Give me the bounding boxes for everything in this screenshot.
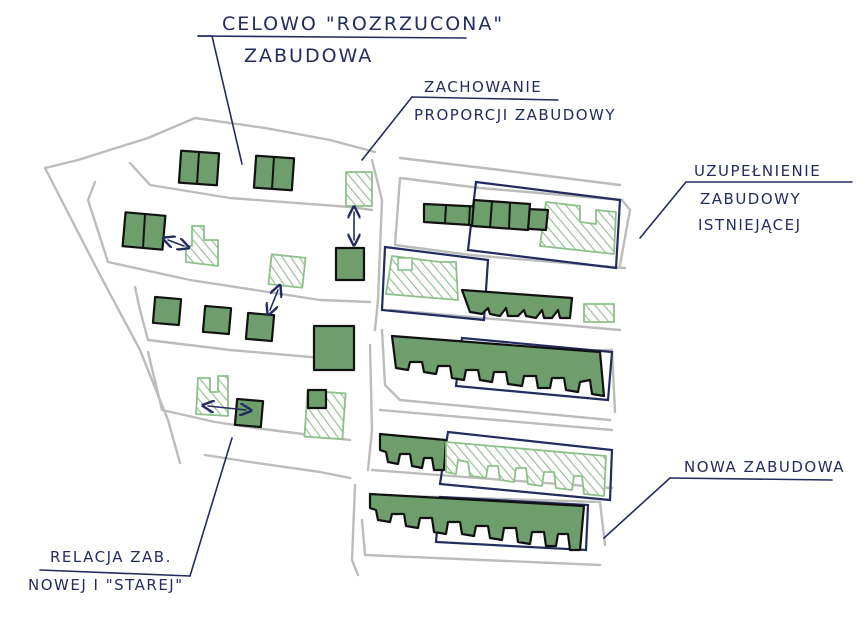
existing-building (470, 198, 532, 232)
new-building (583, 303, 615, 323)
existing-building (334, 246, 366, 282)
label-proportion-line2: PROPORCJI ZABUDOWY (414, 106, 616, 124)
existing-building (233, 397, 265, 429)
label-infill-line3: ISTNIEJĄCEJ (698, 216, 802, 234)
unit-divider (468, 205, 471, 225)
block-b-edge (86, 180, 372, 304)
label-relation-line2: NOWEJ I "STAREJ" (28, 576, 184, 594)
new-building (185, 225, 219, 267)
label-infill-line1: UZUPEŁNIENIE (694, 162, 821, 180)
annotation-leaders (39, 35, 853, 577)
leader-infill (639, 181, 687, 239)
new-infill-cluster (385, 255, 459, 301)
annotations: CELOWO "ROZRZUCONA" ZABUDOWA ZACHOWANIE … (28, 13, 845, 594)
block-d-edge (146, 350, 352, 442)
leader-relation (189, 437, 233, 577)
leader-scattered (197, 35, 243, 165)
building-divider (142, 213, 146, 249)
new-terrace-row-4 (445, 441, 607, 497)
underline-new (669, 477, 833, 481)
leader-proportion (361, 96, 413, 161)
frame-west-block (380, 245, 490, 322)
existing-terrace-row-3 (390, 334, 606, 398)
underline-proportion (411, 96, 559, 101)
leader-new (603, 477, 671, 539)
label-new-line1: NOWA ZABUDOWA (684, 458, 845, 476)
unit-divider (444, 204, 447, 224)
courtyard (397, 257, 413, 271)
label-scattered-line2: ZABUDOWA (244, 45, 373, 67)
road-network (43, 116, 632, 577)
frame-infill-existing (466, 180, 622, 270)
existing-serrated-row (460, 288, 574, 320)
road-south-left (203, 453, 352, 480)
relation-arrows (168, 212, 354, 410)
double-arrow-icon (208, 406, 246, 410)
existing-building (244, 311, 276, 343)
existing-building-large (312, 324, 356, 372)
block-e-edge (393, 176, 627, 270)
existing-building (201, 304, 233, 336)
new-building (195, 375, 229, 417)
block-a-edge (128, 161, 374, 212)
block-f-edge (388, 308, 622, 332)
road-mid-upper (370, 158, 384, 332)
road-mid-bottom (350, 483, 360, 577)
underline-relation (39, 569, 191, 577)
double-arrow-icon (270, 290, 278, 310)
unit-divider (508, 201, 511, 230)
block-c-edge (133, 285, 347, 362)
label-proportion-line1: ZACHOWANIE (424, 78, 542, 96)
new-building (267, 253, 307, 289)
existing-building-small (306, 388, 328, 410)
block-e-right (398, 176, 632, 267)
block-buildings (368, 198, 617, 552)
road-top-left (43, 116, 377, 170)
block-i-edge (360, 518, 602, 567)
existing-terrace-row-4 (378, 432, 448, 472)
label-infill-line2: ZABUDOWY (700, 190, 801, 208)
new-infill-row (539, 201, 617, 255)
building-divider (196, 151, 200, 185)
existing-terrace-row-5 (368, 492, 586, 552)
underline-scattered (197, 35, 467, 39)
label-scattered-line1: CELOWO "ROZRZUCONA" (222, 13, 504, 35)
label-relation-line1: RELACJA ZAB. (50, 548, 172, 566)
new-building (345, 171, 373, 207)
scattered-buildings (121, 149, 373, 441)
road-west (43, 166, 182, 465)
block-h-top (378, 408, 614, 432)
block-g-edge (380, 328, 612, 422)
road-mid-lower (366, 343, 374, 472)
unit-divider (489, 200, 493, 229)
building-divider (271, 156, 275, 190)
existing-building (151, 295, 183, 327)
road-top-right (398, 156, 622, 187)
double-arrow-icon (168, 240, 184, 246)
